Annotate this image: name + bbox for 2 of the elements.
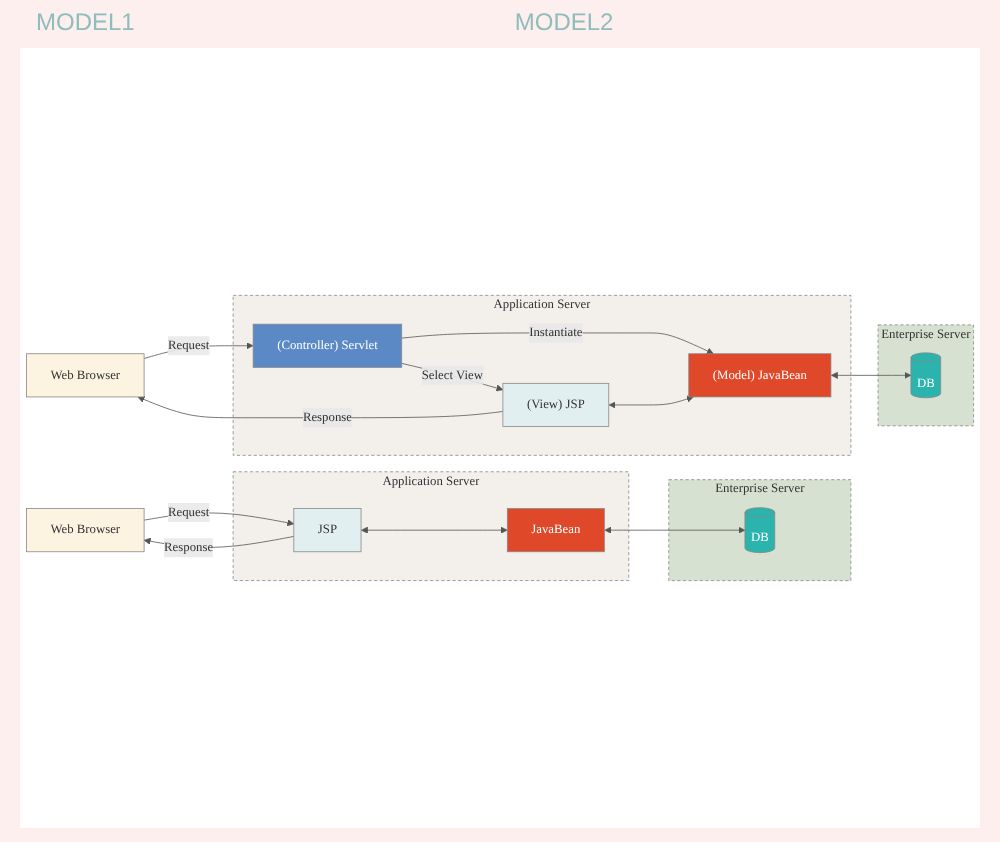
section-heading: MODEL2 — [514, 8, 614, 36]
section-heading: MODEL1 — [36, 8, 135, 36]
